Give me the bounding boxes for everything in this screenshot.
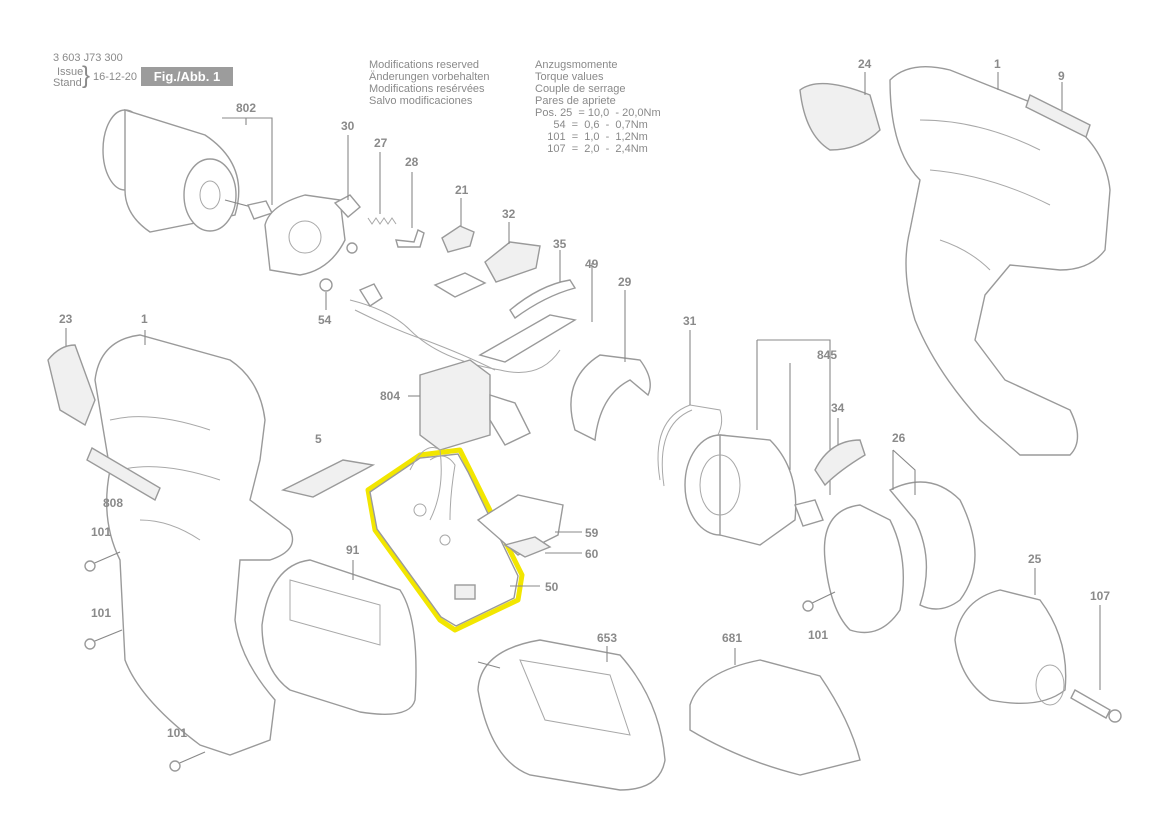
torque-heading: Torque values xyxy=(535,71,604,83)
battery-91[interactable] xyxy=(261,559,417,715)
label-26: 26 xyxy=(892,431,906,445)
label-27: 27 xyxy=(374,136,388,150)
screw-101-d[interactable] xyxy=(802,591,836,612)
gear-housing-26[interactable] xyxy=(823,481,976,634)
label-21: 21 xyxy=(455,183,469,197)
label-101-a: 101 xyxy=(91,525,111,539)
label-24: 24 xyxy=(858,57,872,71)
doc-number: 3 603 J73 300 xyxy=(53,52,123,64)
stand-label: Stand xyxy=(53,77,82,89)
label-91: 91 xyxy=(346,543,360,557)
label-653: 653 xyxy=(597,631,617,645)
issue-date: 16-12-20 xyxy=(93,71,138,83)
torque-heading: Anzugsmomente xyxy=(535,59,618,71)
ratchet-34[interactable] xyxy=(814,439,866,487)
charger-653[interactable] xyxy=(477,639,666,791)
slider-32[interactable] xyxy=(484,222,541,283)
label-808: 808 xyxy=(103,496,123,510)
figure-badge: Fig./Abb. 1 xyxy=(141,67,233,86)
spring-27[interactable] xyxy=(367,152,397,225)
label-802: 802 xyxy=(236,101,256,115)
label-35: 35 xyxy=(553,237,567,251)
label-49: 49 xyxy=(585,257,599,271)
screw-101-a[interactable] xyxy=(84,551,121,572)
screw-107[interactable] xyxy=(1070,689,1122,723)
torque-value: Pos. 25 = 10,0 - 20,0Nm xyxy=(535,107,661,119)
torque-value: 107 = 2,0 - 2,4Nm xyxy=(535,143,648,155)
motor-bracket-30[interactable] xyxy=(264,194,361,276)
modifications-note: Modifications reserved Änderungen vorbeh… xyxy=(369,59,489,107)
wire-harness xyxy=(354,309,496,371)
label-31: 31 xyxy=(683,314,697,328)
ring-29[interactable] xyxy=(570,354,651,442)
label-107: 107 xyxy=(1090,589,1110,603)
label-60: 60 xyxy=(585,547,599,561)
electronics-module-50[interactable] xyxy=(365,447,525,633)
label-1-right: 1 xyxy=(994,57,1001,71)
label-101-c: 101 xyxy=(808,628,828,642)
label-50: 50 xyxy=(545,580,559,594)
label-5: 5 xyxy=(315,432,322,446)
contact-60[interactable] xyxy=(503,536,552,558)
pin-28[interactable] xyxy=(395,172,425,248)
label-101-d: 101 xyxy=(167,726,187,740)
label-1-left: 1 xyxy=(141,312,148,326)
modifications-line: Salvo modificaciones xyxy=(369,95,473,107)
contact-plate xyxy=(433,272,487,298)
label-9: 9 xyxy=(1058,69,1065,83)
screw-101-c[interactable] xyxy=(169,751,206,772)
leader-845 xyxy=(756,339,831,495)
cover-24[interactable] xyxy=(799,82,881,151)
torque-value: 101 = 1,0 - 1,2Nm xyxy=(535,131,648,143)
label-54: 54 xyxy=(318,313,332,327)
torque-note: Anzugsmomente Torque values Couple de se… xyxy=(535,59,661,155)
modifications-line: Modifications reserved xyxy=(369,59,480,71)
label-23: 23 xyxy=(59,312,73,326)
screw-54[interactable] xyxy=(319,278,333,310)
leader-802 xyxy=(222,117,273,205)
motor-802[interactable] xyxy=(102,109,273,233)
label-30: 30 xyxy=(341,119,355,133)
cover-5[interactable] xyxy=(280,459,376,498)
torque-heading: Couple de serrage xyxy=(535,83,626,95)
board-49[interactable] xyxy=(478,263,593,363)
button-21[interactable] xyxy=(441,198,475,253)
label-845: 845 xyxy=(817,348,837,362)
housing-half-left-1[interactable] xyxy=(94,334,294,756)
gearbox-845[interactable] xyxy=(684,434,824,546)
screw-101-b[interactable] xyxy=(84,629,123,650)
label-681: 681 xyxy=(722,631,742,645)
label-808[interactable] xyxy=(86,446,161,502)
label-32: 32 xyxy=(502,207,516,221)
torque-heading: Pares de apriete xyxy=(535,95,616,107)
modifications-line: Modifications resérvées xyxy=(369,83,485,95)
cover-23[interactable] xyxy=(47,344,96,427)
cover-35[interactable] xyxy=(509,250,577,320)
case-681[interactable] xyxy=(689,659,861,776)
label-59: 59 xyxy=(585,526,599,540)
issue-label: Issue xyxy=(57,66,84,78)
label-34: 34 xyxy=(831,401,845,415)
clip-31[interactable] xyxy=(657,404,723,487)
label-29: 29 xyxy=(618,275,632,289)
wire-connector xyxy=(358,283,383,307)
leader-26 xyxy=(892,449,916,495)
chuck-25[interactable] xyxy=(954,589,1067,706)
torque-value: 54 = 0,6 - 0,7Nm xyxy=(535,119,648,131)
modifications-line: Änderungen vorbehalten xyxy=(369,71,490,83)
label-804: 804 xyxy=(380,389,400,403)
screw-54-upper[interactable] xyxy=(346,242,358,254)
label-101-b: 101 xyxy=(91,606,111,620)
label-25: 25 xyxy=(1028,552,1042,566)
label-28: 28 xyxy=(405,155,419,169)
switch-804[interactable] xyxy=(419,359,531,451)
wire-harness xyxy=(349,299,561,373)
label-9[interactable] xyxy=(1025,94,1091,138)
issue-brace: } xyxy=(82,62,91,89)
